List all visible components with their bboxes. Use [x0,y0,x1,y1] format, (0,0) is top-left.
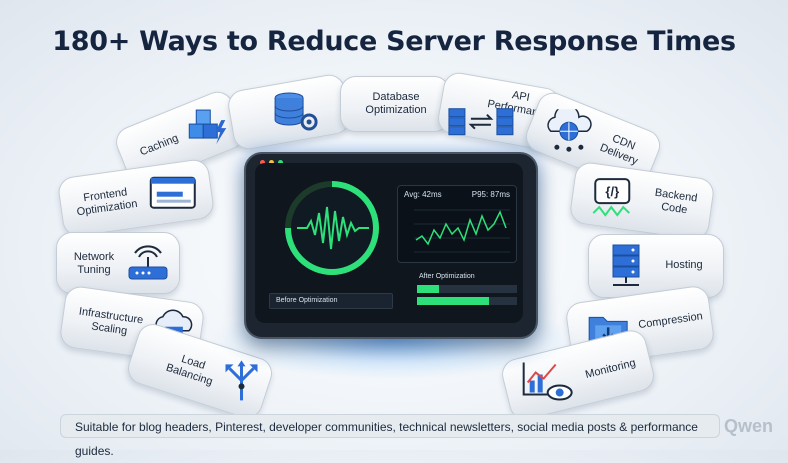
tile-network-label: Network Tuning [73,251,115,276]
database-gear-icon [274,92,318,131]
tile-monitoring-label: Monitoring [584,356,637,381]
avg-latency: Avg: 42ms [404,190,442,199]
tile-compression-label: Compression [637,310,704,332]
tile-hosting-label: Hosting [665,259,703,271]
page-title: 180+ Ways to Reduce Server Response Time… [52,26,736,57]
after-bar-2 [417,297,517,305]
after-optimization-label: After Optimization [419,273,475,280]
tile-database[interactable] [225,72,353,152]
tile-frontend[interactable]: Frontend Optimization [56,157,216,239]
dashboard-screen: Avg: 42ms P95: 87ms After Optimization B… [255,163,523,323]
waveform-gauge [285,181,379,275]
router-icon [128,245,168,280]
server-sync-icon [448,108,514,136]
tile-backend-label: Backend Code [654,186,699,217]
server-rack-icon [612,244,640,286]
tile-frontend-label: Frontend Optimization [76,186,139,219]
tile-hosting[interactable]: Hosting [588,234,724,298]
tile-caching-label: Caching [138,132,181,159]
window-dot-yellow [269,160,274,165]
tile-api[interactable]: API Performance [435,70,563,152]
dashboard-tablet: Avg: 42ms P95: 87ms After Optimization B… [244,152,538,339]
caption-bar: Suitable for blog headers, Pinterest, de… [60,414,720,458]
cloud-globe-icon [547,109,592,152]
tile-cdn[interactable]: CDN Delivery [521,87,665,195]
tile-network[interactable]: Network Tuning [56,232,180,294]
latency-line-chart [414,209,510,253]
after-bar-1 [417,285,517,293]
p95-latency: P95: 87ms [471,190,510,199]
before-optimization-box: Before Optimization [269,293,393,309]
cubes-lightning-icon [188,109,227,145]
metrics-panel: Avg: 42ms P95: 87ms [397,185,517,263]
browser-window-icon [149,176,196,209]
svg-text:{/}: {/} [605,184,619,199]
watermark: Qwen [724,416,774,436]
code-brackets-icon: {/} [592,178,631,217]
tile-database-label-box: Database Optimization [340,76,450,132]
tile-caching[interactable]: Caching [111,86,249,190]
tile-database-label: Database Optimization [365,91,427,116]
tile-backend[interactable]: Backend Code {/} [568,160,716,242]
window-dot-red [260,160,265,165]
window-dot-green [278,160,283,165]
before-optimization-label: Before Optimization [276,297,338,304]
